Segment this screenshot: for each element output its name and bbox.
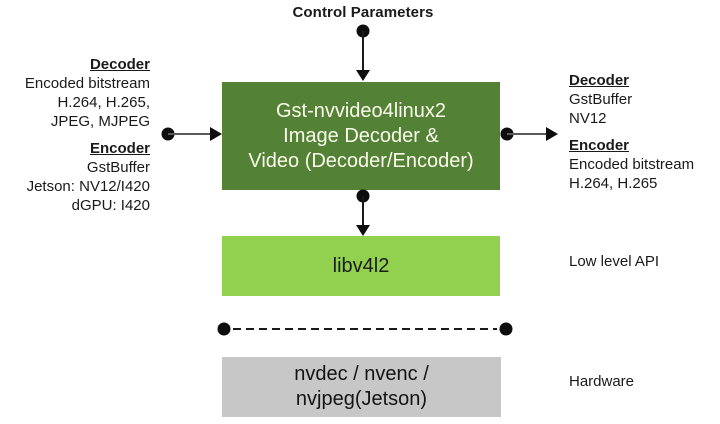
main-box-line: Gst-nvvideo4linux2 xyxy=(275,99,447,122)
left-encoder-heading: Encoder xyxy=(89,140,150,157)
hardware-dashed-connector xyxy=(217,322,513,336)
right-decoder-line: GstBuffer xyxy=(569,91,633,108)
output-arrow xyxy=(500,127,558,141)
libv4l2-box: libv4l2 xyxy=(222,236,500,296)
libv4l2-arrow xyxy=(356,189,370,236)
hardware-box: nvdec / nvenc / nvjpeg(Jetson) xyxy=(222,357,501,417)
left-decoder-line: Encoded bitstream xyxy=(24,75,150,92)
left-encoder-line: dGPU: I420 xyxy=(71,197,150,214)
main-box-line: Image Decoder & xyxy=(283,124,439,147)
right-encoder-line: H.264, H.265 xyxy=(569,175,658,192)
hardware-box-line: nvjpeg(Jetson) xyxy=(295,388,428,410)
left-decoder-line: H.264, H.265, xyxy=(57,94,150,111)
libv4l2-label: libv4l2 xyxy=(332,254,390,277)
right-encoder-heading: Encoder xyxy=(569,137,630,154)
right-io-annotation: Decoder GstBuffer NV12 Encoder Encoded b… xyxy=(569,71,719,193)
left-decoder-line: JPEG, MJPEG xyxy=(50,113,150,130)
left-io-annotation: Decoder Encoded bitstream H.264, H.265, … xyxy=(0,55,150,215)
control-params-arrow xyxy=(356,24,370,81)
right-decoder-heading: Decoder xyxy=(569,72,630,89)
left-encoder-line: GstBuffer xyxy=(86,159,150,176)
right-encoder-line: Encoded bitstream xyxy=(569,156,695,173)
hardware-label: Hardware xyxy=(569,373,635,390)
gst-nvvideo4linux2-box: Gst-nvvideo4linux2 Image Decoder & Video… xyxy=(222,82,500,190)
main-box-line: Video (Decoder/Encoder) xyxy=(248,149,474,172)
left-encoder-line: Jetson: NV12/I420 xyxy=(26,178,150,195)
left-decoder-heading: Decoder xyxy=(89,56,150,73)
right-decoder-line: NV12 xyxy=(569,110,607,127)
input-arrow xyxy=(161,127,222,141)
low-level-api-label: Low level API xyxy=(569,253,660,270)
control-parameters-label: Control Parameters xyxy=(292,4,434,21)
hardware-box-line: nvdec / nvenc / xyxy=(294,363,429,385)
